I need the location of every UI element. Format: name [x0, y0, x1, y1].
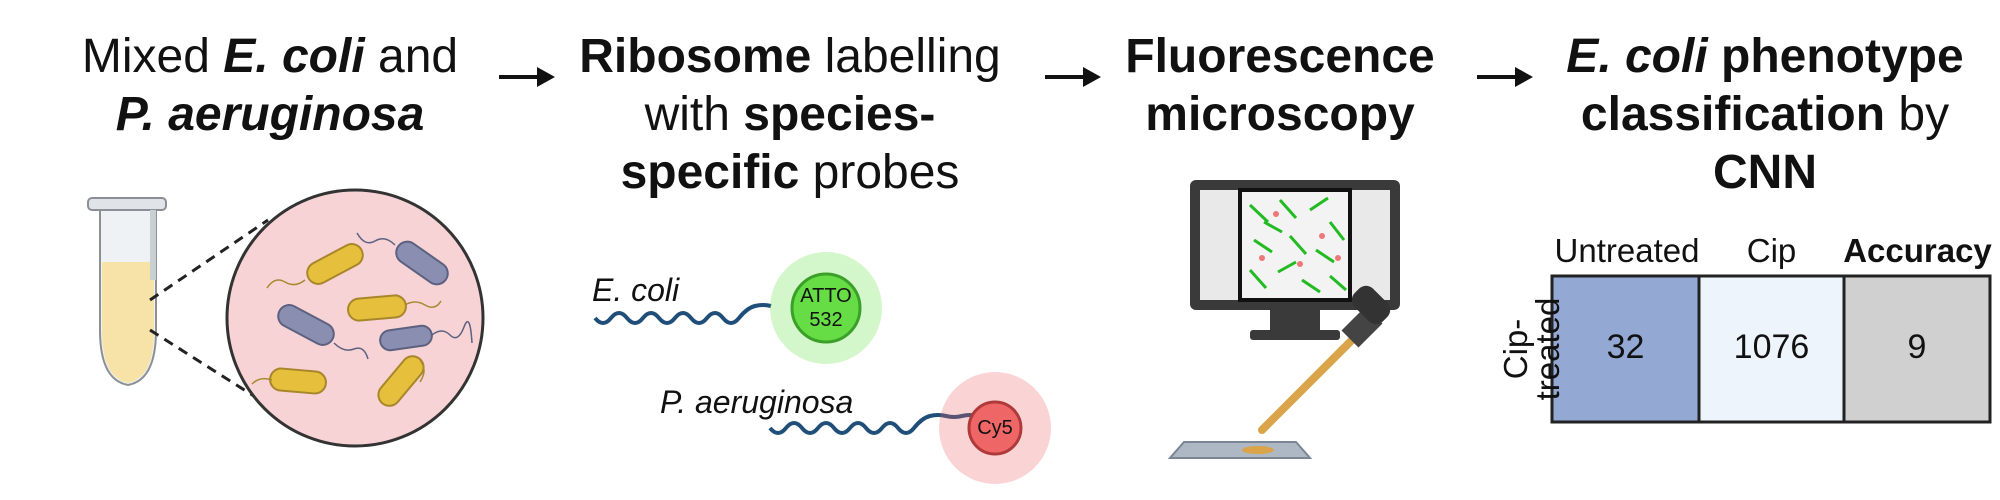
- arrow-right-icon: [499, 67, 555, 87]
- zoom-line: [149, 328, 269, 407]
- micrograph-image: [1248, 196, 1347, 294]
- paeruginosa-bacterium-icon: [277, 240, 449, 352]
- matrix-value-untreated: 32: [1606, 328, 1645, 366]
- matrix-cell-cip: [1697, 274, 1846, 424]
- matrix-cell-untreated: [1550, 274, 1701, 424]
- matrix-cell-accuracy: [1842, 274, 1992, 424]
- paeruginosa-probe-illustration: [768, 372, 1051, 484]
- ecoli-probe-label: E. coli: [592, 272, 680, 308]
- cy5-dye-label: Cy5: [977, 417, 1013, 439]
- matrix-header-accuracy: Accuracy: [1843, 232, 1992, 269]
- arrow-right-icon: [1477, 67, 1533, 87]
- arrow-right-icon: [1045, 67, 1101, 87]
- paeruginosa-probe-label: P. aeruginosa: [660, 384, 854, 420]
- zoom-line: [149, 218, 269, 302]
- confusion-matrix: [1550, 274, 1992, 424]
- matrix-value-accuracy: 9: [1907, 328, 1927, 366]
- ecoli-bacterium-icon: [269, 243, 425, 407]
- ecoli-probe-illustration: [593, 252, 882, 364]
- micrograph-red-cells: [1259, 211, 1341, 267]
- monitor-icon: [1190, 180, 1400, 340]
- matrix-header-cip: Cip: [1746, 232, 1797, 269]
- matrix-value-cip: 1076: [1733, 328, 1810, 366]
- matrix-header-untreated: Untreated: [1554, 232, 1700, 269]
- microscope-slide-icon: [1167, 441, 1313, 459]
- microcentrifuge-tube-icon: [87, 197, 167, 387]
- pipette-dropper-icon: [1258, 285, 1391, 434]
- bacteria-magnified-view: [225, 188, 485, 448]
